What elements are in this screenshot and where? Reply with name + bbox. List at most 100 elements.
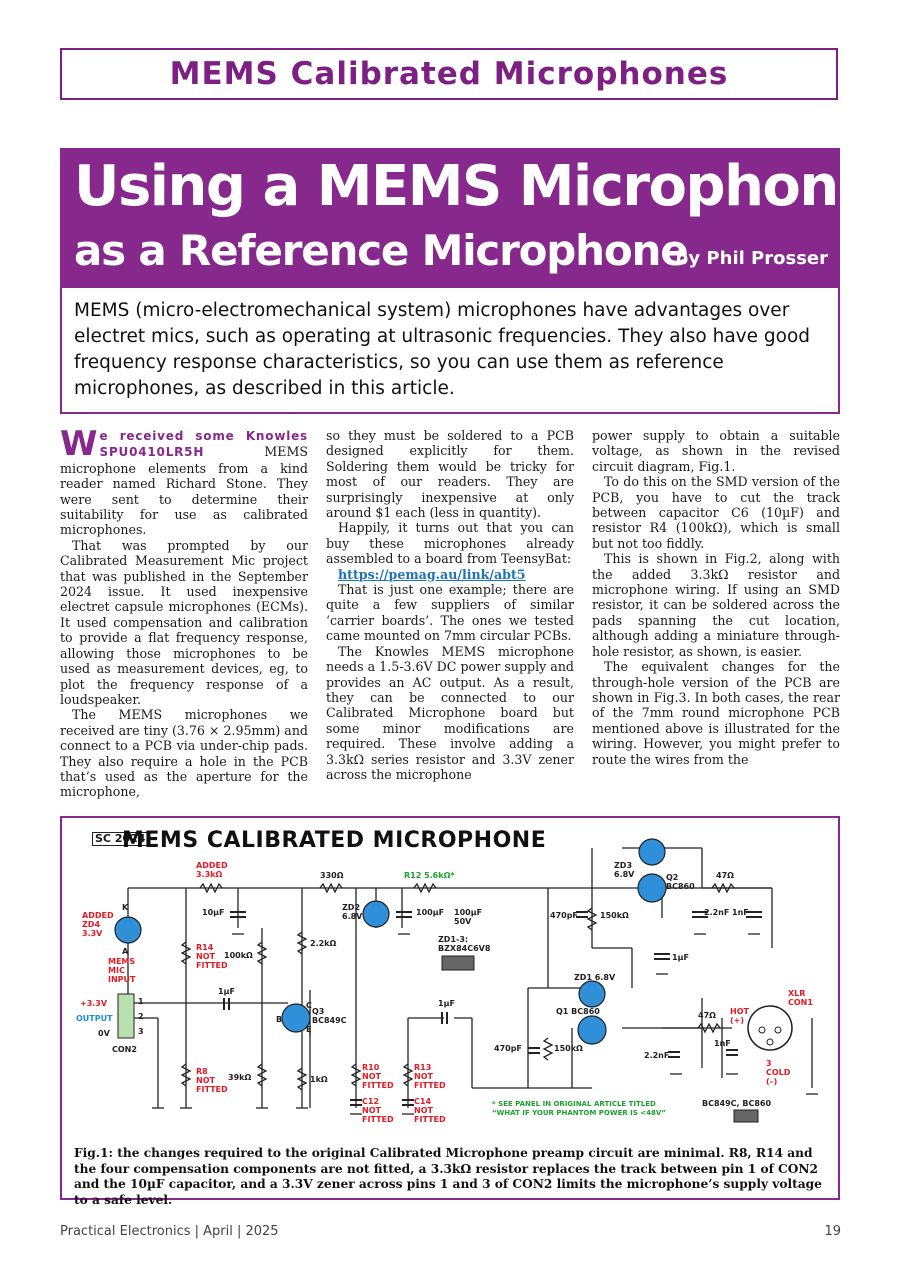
label-1nf-top: 1nF	[732, 908, 749, 917]
label-pin2: 2	[138, 1012, 144, 1021]
resistor-r14	[180, 941, 192, 965]
section-banner-text: MEMS Calibrated Microphones	[169, 56, 729, 92]
zener-zd3-icon	[638, 838, 666, 866]
standfirst: MEMS (micro-electromechanical system) mi…	[60, 288, 840, 414]
label-470pf-top: 470pF	[550, 911, 578, 920]
label-emitter: E	[306, 1025, 311, 1034]
bc849-package-icon	[733, 1109, 759, 1123]
resistors	[180, 882, 735, 1091]
label-39k: 39kΩ	[228, 1073, 251, 1082]
label-phantom-note: * SEE PANEL IN ORIGINAL ARTICLE TITLED“W…	[492, 1100, 666, 1117]
article-title-line1: Using a MEMS Microphone	[74, 154, 876, 219]
sot23-package-icon	[441, 955, 475, 971]
label-zd1: ZD1 6.8V	[574, 973, 616, 982]
label-base: B	[276, 1015, 282, 1024]
con2-connector-icon	[117, 993, 135, 1039]
label-47-top: 47Ω	[716, 871, 734, 880]
label-pin1: 1	[138, 997, 144, 1006]
byline: by Phil Prosser	[675, 248, 828, 269]
label-1nf-bottom: 1nF	[714, 1039, 731, 1048]
resistor-r10	[350, 1063, 362, 1087]
label-1uf-b: 1µF	[218, 987, 235, 996]
resistor-100k	[256, 941, 268, 965]
resistor-330	[319, 882, 343, 894]
paragraph-text: MEMS microphone elements from a kind rea…	[60, 444, 308, 538]
label-2n2-top: 2.2nF	[704, 908, 729, 917]
label-plus-3v3: +3.3V	[80, 999, 108, 1008]
label-470pf-bottom: 470pF	[494, 1044, 522, 1053]
paragraph: power supply to obtain a suitable voltag…	[592, 428, 840, 474]
paragraph: The MEMS microphones we received are tin…	[60, 707, 308, 800]
label-collector: C	[306, 1001, 312, 1010]
body-column-3: power supply to obtain a suitable voltag…	[592, 428, 840, 808]
label-1uf-a: 1µF	[672, 953, 689, 962]
label-1k: 1kΩ	[310, 1075, 328, 1084]
transistor-q1-icon	[577, 1015, 607, 1045]
wires	[127, 847, 813, 1108]
paragraph: The equivalent changes for the through-h…	[592, 659, 840, 767]
zener-zd4-icon	[114, 916, 142, 944]
label-2n2-bottom: 2.2nF	[644, 1051, 669, 1060]
label-100k: 100kΩ	[224, 951, 253, 960]
label-330: 330Ω	[320, 871, 344, 880]
label-150k-top: 150kΩ	[600, 911, 629, 920]
resistor-47-bottom	[697, 1022, 721, 1034]
resistor-r8	[180, 1063, 192, 1087]
paragraph: Happily, it turns out that you can buy t…	[326, 520, 574, 567]
resistor-150k-bottom	[542, 1037, 554, 1061]
label-zd1-3: ZD1-3:BZX84C6V8	[438, 935, 491, 953]
resistor-1k	[296, 1067, 308, 1091]
xlr-con1-icon	[747, 1005, 793, 1051]
label-150k-bottom: 150kΩ	[554, 1044, 583, 1053]
figure-title: MEMS CALIBRATED MICROPHONE	[122, 828, 547, 853]
transistor-q2-icon	[637, 873, 667, 903]
label-hot: HOT(+)	[730, 1007, 749, 1025]
resistor-47-top	[711, 882, 735, 894]
label-anode: A	[122, 947, 129, 956]
label-package: BC849C, BC860	[702, 1099, 771, 1108]
label-con2: CON2	[112, 1045, 137, 1054]
label-0v: 0V	[98, 1029, 111, 1038]
lead-in: e received some Knowles SPU0410LR5H	[99, 429, 308, 460]
page-number: 19	[824, 1224, 841, 1239]
resistor-r12	[413, 882, 437, 894]
zener-zd1-icon	[578, 980, 606, 1008]
figure-1: SC 2024 MEMS CALIBRATED MICROPHONE	[60, 816, 840, 1207]
label-kathode: K	[122, 903, 129, 912]
drop-cap: W	[60, 428, 98, 464]
paragraph: This is shown in Fig.2, along with the a…	[592, 551, 840, 659]
zener-zd2-icon	[362, 900, 390, 928]
paragraph: That is just one example; there are quit…	[326, 582, 574, 644]
body-column-2: so they must be soldered to a PCB design…	[326, 428, 574, 808]
label-pin3: 3	[138, 1027, 144, 1036]
footer-publication: Practical Electronics | April | 2025	[60, 1224, 279, 1239]
ground-symbols	[152, 933, 818, 1115]
section-banner: MEMS Calibrated Microphones	[60, 48, 838, 100]
label-2k2: 2.2kΩ	[310, 939, 336, 948]
figure-caption: Fig.1: the changes required to the origi…	[74, 1146, 822, 1207]
resistor-2k2	[296, 931, 308, 955]
sc-logo: SC 2024	[92, 832, 149, 846]
title-block: Using a MEMS Microphone as a Reference M…	[60, 148, 876, 288]
label-47-bottom: 47Ω	[698, 1011, 716, 1020]
resistor-39k	[256, 1063, 268, 1087]
label-r12: R12 5.6kΩ*	[404, 871, 455, 880]
teensybat-link[interactable]: https://pemag.au/link/abt5	[338, 566, 526, 582]
capacitors	[223, 911, 762, 1106]
paragraph: The Knowles MEMS microphone needs a 1.5-…	[326, 643, 574, 782]
